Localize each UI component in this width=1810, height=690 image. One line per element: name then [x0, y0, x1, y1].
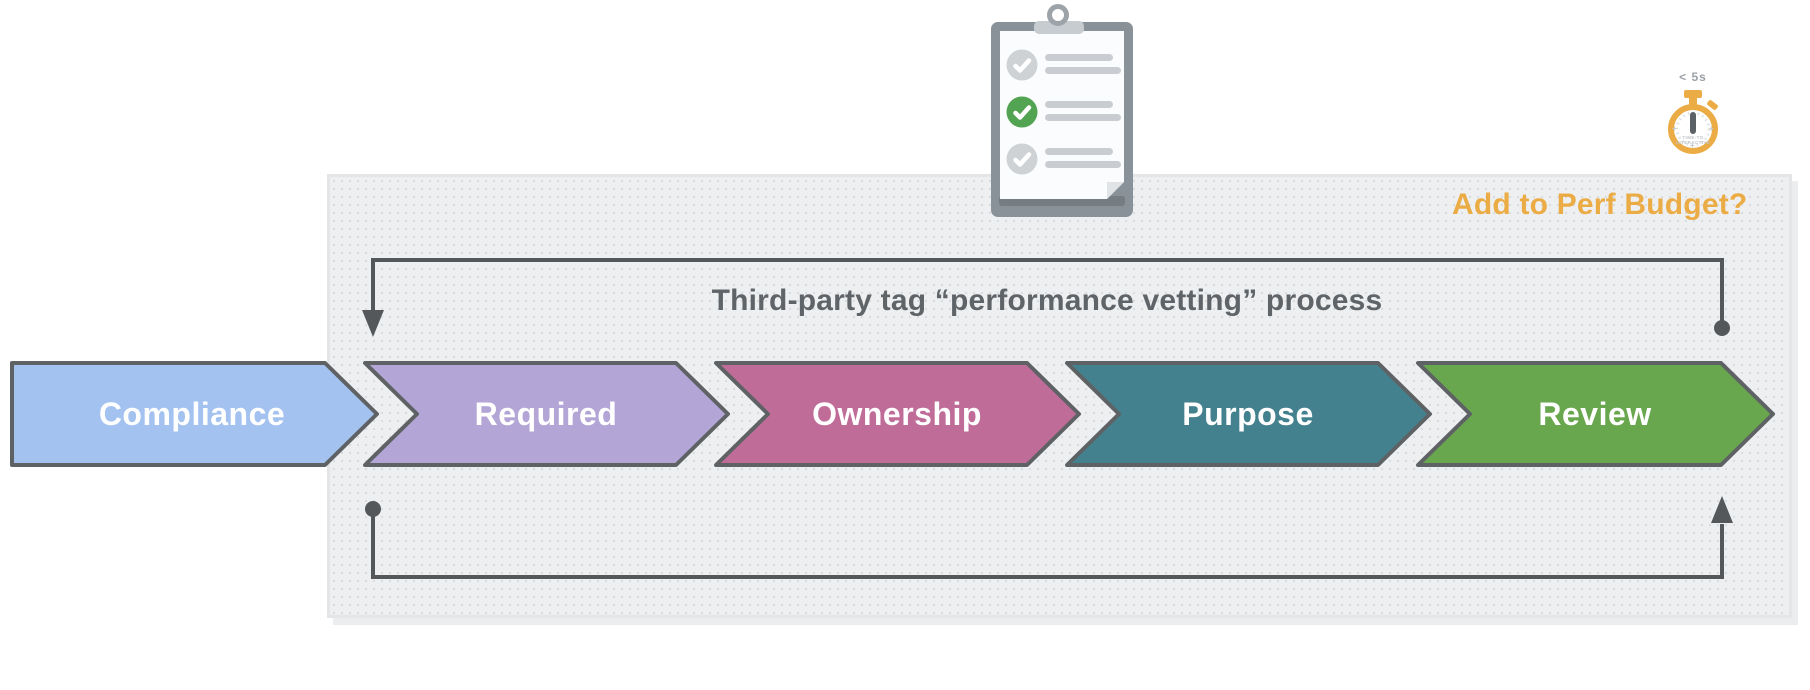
check-circle-icon	[1006, 49, 1038, 81]
chevron-required	[363, 361, 730, 467]
checklist-row	[1006, 96, 1118, 128]
text-line-bar	[1045, 114, 1121, 121]
face-text-line2: INTERACTIVE	[1675, 140, 1711, 145]
clipboard-paper-shadow	[999, 196, 1125, 206]
stopwatch-icon: < 5s TIME-TO INTERACTIVE + + +	[1650, 66, 1740, 166]
time-badge: < 5s	[1679, 70, 1707, 84]
loopback-arrow-bottom	[371, 515, 1724, 579]
process-title: Third-party tag “performance vetting” pr…	[711, 284, 1383, 317]
clipboard-clip	[1034, 21, 1084, 34]
step-label-review: Review	[1538, 396, 1652, 432]
text-line-bar	[1045, 148, 1113, 155]
face-text-line1: TIME-TO	[1682, 135, 1704, 140]
step-label-purpose: Purpose	[1182, 396, 1314, 432]
loopback-arrow-top	[371, 258, 1724, 322]
clipboard-ring-icon	[1047, 4, 1069, 26]
step-label-required: Required	[474, 396, 618, 432]
text-line-bar	[1045, 54, 1113, 61]
step-label-ownership: Ownership	[812, 396, 982, 432]
loopback-bottom-origin-dot	[365, 501, 381, 517]
stopwatch-needle	[1690, 112, 1696, 134]
text-line-bar	[1045, 67, 1121, 74]
stopwatch-face-text: TIME-TO INTERACTIVE	[1676, 135, 1710, 145]
dial-tick-right: +	[1709, 124, 1714, 133]
loopback-top-origin-dot	[1714, 320, 1730, 336]
check-circle-icon	[1006, 143, 1038, 175]
loopback-bottom-arrowhead-icon	[1711, 496, 1733, 523]
stopwatch-stem	[1689, 97, 1697, 105]
chevron-ownership	[714, 361, 1081, 467]
text-line-bar	[1045, 161, 1121, 168]
dial-tick-ring	[1675, 111, 1711, 147]
chevron-purpose	[1065, 361, 1432, 467]
checklist-row	[1006, 143, 1118, 175]
text-line-bar	[1045, 101, 1113, 108]
perf-budget-question: Add to Perf Budget?	[1452, 188, 1748, 221]
chevron-review	[1416, 361, 1775, 467]
dial-tick-left: +	[1672, 124, 1677, 133]
clipboard-paper	[1000, 31, 1124, 199]
chevron-compliance	[10, 361, 379, 467]
clipboard-checklist-icon	[991, 2, 1133, 217]
checklist-row	[1006, 49, 1118, 81]
dial-tick-bottom: +	[1690, 141, 1695, 150]
stopwatch-button	[1684, 90, 1702, 98]
step-label-compliance: Compliance	[98, 396, 286, 432]
loopback-top-arrowhead-icon	[362, 310, 384, 337]
check-circle-icon	[1006, 96, 1038, 128]
